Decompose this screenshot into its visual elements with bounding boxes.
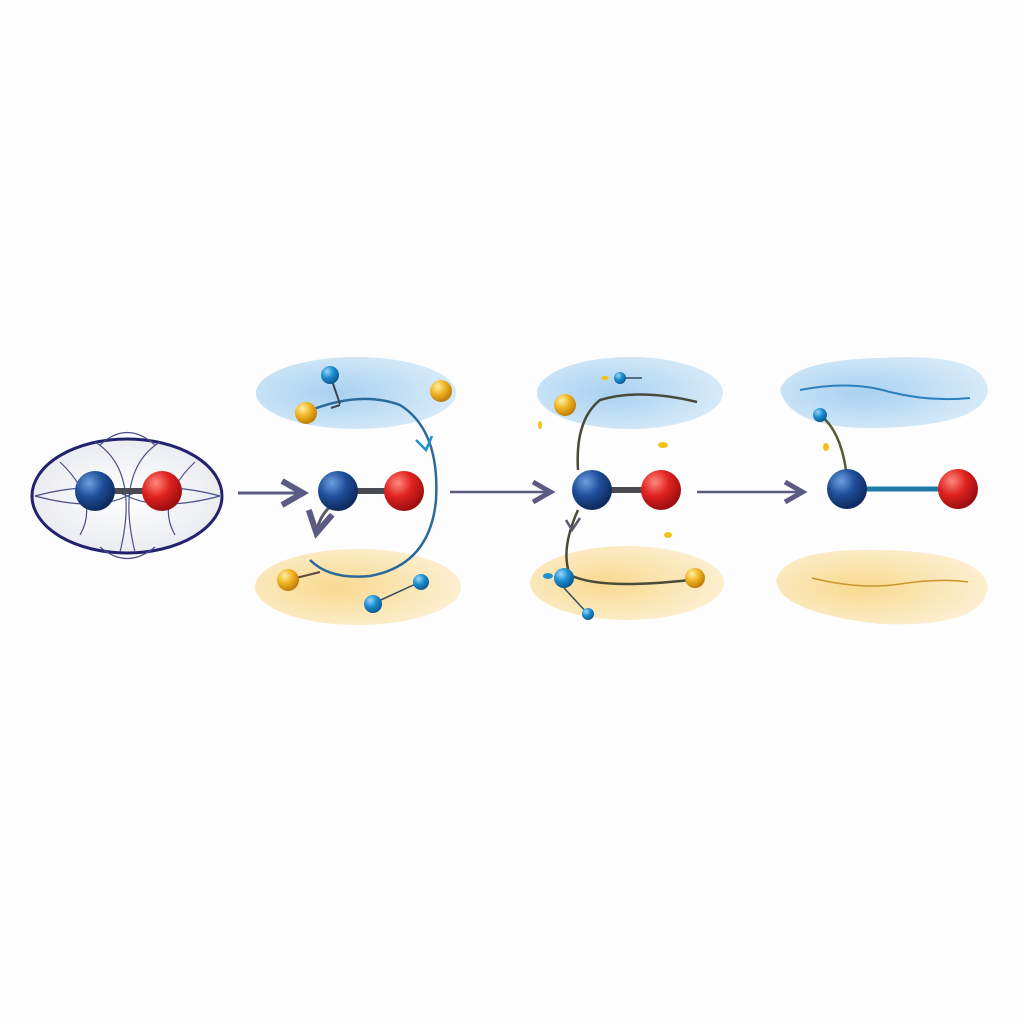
blue-atom [75, 471, 115, 511]
stage-3 [530, 357, 724, 620]
blue-atom [813, 408, 827, 422]
stage-2 [255, 357, 461, 625]
wave-line [811, 577, 969, 587]
red-atom [938, 469, 978, 509]
top-region [780, 357, 988, 429]
bottom-region [255, 549, 461, 625]
curved-arrow-path [576, 393, 698, 471]
blue-atom [827, 469, 867, 509]
blue-atom [364, 595, 382, 613]
blue-atom [413, 574, 429, 590]
yellow-fragments [538, 376, 672, 579]
blue-atom [554, 568, 574, 588]
red-atom [142, 471, 182, 511]
top-region [537, 357, 723, 429]
wave-line [799, 384, 971, 401]
arrowhead-icon [415, 435, 434, 453]
blue-atom [582, 608, 594, 620]
bond [330, 404, 341, 409]
blue-atom [572, 470, 612, 510]
red-atom [384, 471, 424, 511]
yellow-atom [430, 380, 452, 402]
blue-atom [318, 471, 358, 511]
curved-arrow-path [305, 397, 438, 578]
stage-initial-molecule [30, 432, 224, 559]
stage-4 [776, 357, 988, 625]
yellow-atom [554, 394, 576, 416]
top-region [256, 357, 456, 429]
bottom-region [776, 549, 988, 625]
blue-atom [321, 366, 339, 384]
yellow-atom [277, 569, 299, 591]
red-atom [641, 470, 681, 510]
yellow-atom [685, 568, 705, 588]
blue-atom [614, 372, 626, 384]
arrowhead-icon [564, 517, 582, 533]
yellow-fragment [823, 443, 829, 451]
yellow-atom [295, 402, 317, 424]
